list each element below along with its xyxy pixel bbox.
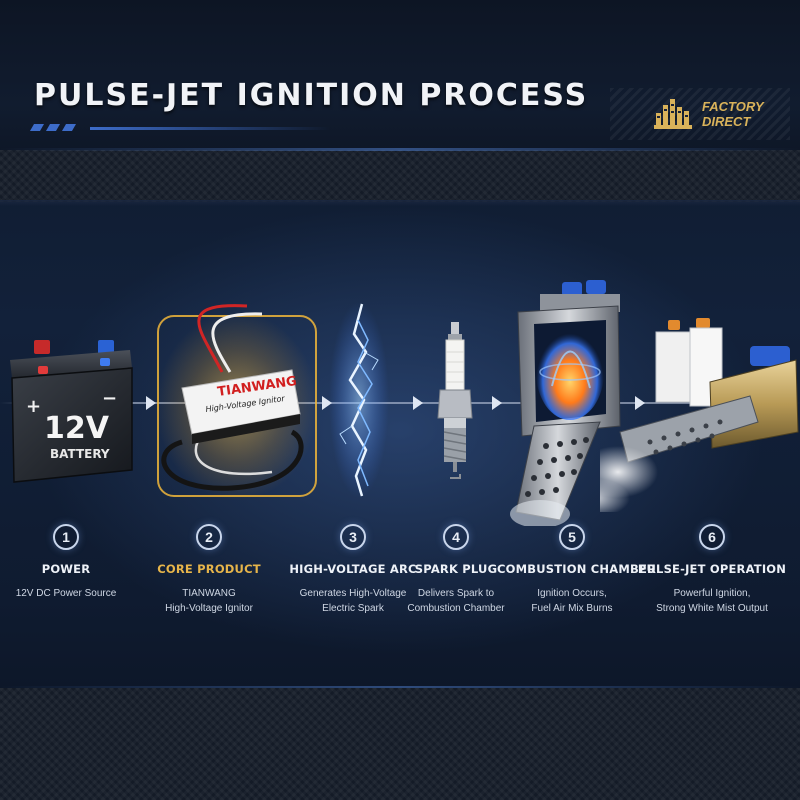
step-title: COMBUSTION CHAMBER <box>497 562 657 576</box>
header-divider <box>0 148 800 151</box>
footer-divider <box>0 686 800 689</box>
step-description: TIANWANG High-Voltage Ignitor <box>134 586 284 616</box>
step-title: CORE PRODUCT <box>157 562 261 576</box>
step-number: 3 <box>340 524 366 550</box>
battery-illustration: + − 12V BATTERY <box>10 340 133 483</box>
step-description-line: 12V DC Power Source <box>15 588 117 599</box>
step-description: Generates High-Voltage Electric Spark <box>278 586 428 616</box>
flow-line <box>0 402 800 404</box>
step-description-line: Generates High-Voltage <box>299 588 407 599</box>
high-voltage-arc-illustration <box>329 302 389 498</box>
step-description-line: Ignition Occurs, <box>537 588 607 599</box>
step-description: Delivers Spark to Combustion Chamber <box>381 586 531 616</box>
step-number: 1 <box>53 524 79 550</box>
combustion-chamber-illustration <box>510 280 621 526</box>
ignitor-illustration: TIANWANG High-Voltage Ignitor <box>156 304 318 500</box>
flow-arrow-5 <box>635 396 645 410</box>
step-title: POWER <box>41 562 91 576</box>
svg-text:−: − <box>102 388 117 409</box>
step-number: 6 <box>699 524 725 550</box>
step-high-voltage-arc: 3 HIGH-VOLTAGE ARC Generates High-Voltag… <box>278 524 428 616</box>
step-number: 2 <box>196 524 222 550</box>
step-power: 1 POWER 12V DC Power Source <box>0 524 141 601</box>
step-description: 12V DC Power Source <box>0 586 141 601</box>
step-spark-plug: 4 SPARK PLUG Delivers Spark to Combustio… <box>381 524 531 616</box>
step-title: PULSE-JET OPERATION <box>637 562 787 576</box>
svg-text:12V: 12V <box>44 411 110 446</box>
carbon-fiber-band-top <box>0 150 800 202</box>
step-pulse-jet-operation: 6 PULSE-JET OPERATION Powerful Ignition,… <box>637 524 787 616</box>
step-description-line: Delivers Spark to <box>417 588 495 599</box>
step-core-product: 2 CORE PRODUCT TIANWANG High-Voltage Ign… <box>134 524 284 616</box>
step-description-line: Strong White Mist Output <box>656 603 768 614</box>
step-description-line: High-Voltage Ignitor <box>165 603 253 614</box>
svg-text:BATTERY: BATTERY <box>50 447 110 461</box>
factory-direct-label: FACTORY DIRECT <box>702 99 764 129</box>
factory-icon <box>654 99 692 129</box>
step-number: 5 <box>559 524 585 550</box>
step-title: HIGH-VOLTAGE ARC <box>289 562 417 576</box>
title-stripes <box>29 124 77 131</box>
spark-plug-illustration <box>437 322 473 479</box>
positive-terminal-icon <box>34 340 50 354</box>
svg-text:+: + <box>26 396 41 417</box>
step-description-line: TIANWANG <box>182 588 236 599</box>
pulse-jet-fogger-illustration <box>600 318 799 512</box>
step-description: Ignition Occurs, Fuel Air Mix Burns <box>497 586 647 616</box>
factory-direct-badge: FACTORY DIRECT <box>610 88 790 140</box>
step-combustion-chamber: 5 COMBUSTION CHAMBER Ignition Occurs, Fu… <box>497 524 657 616</box>
header-bevel <box>0 200 800 206</box>
step-description-line: Powerful Ignition, <box>673 588 751 599</box>
step-number: 4 <box>443 524 469 550</box>
flow-arrow-1 <box>146 396 156 410</box>
negative-terminal-icon <box>98 340 114 354</box>
carbon-fiber-band-bottom <box>0 688 800 800</box>
flow-arrow-3 <box>413 396 423 410</box>
step-title: SPARK PLUG <box>414 562 498 576</box>
title-underline <box>90 127 330 130</box>
step-description-line: Fuel Air Mix Burns <box>531 603 613 614</box>
flow-arrow-2 <box>322 396 332 410</box>
step-description: Powerful Ignition, Strong White Mist Out… <box>637 586 787 616</box>
step-description-line: Combustion Chamber <box>407 603 505 614</box>
badge-line-1: FACTORY <box>702 99 764 114</box>
flow-arrow-4 <box>492 396 502 410</box>
badge-line-2: DIRECT <box>702 114 751 129</box>
step-description-line: Electric Spark <box>322 603 384 614</box>
page-title: PULSE-JET IGNITION PROCESS <box>34 78 589 113</box>
